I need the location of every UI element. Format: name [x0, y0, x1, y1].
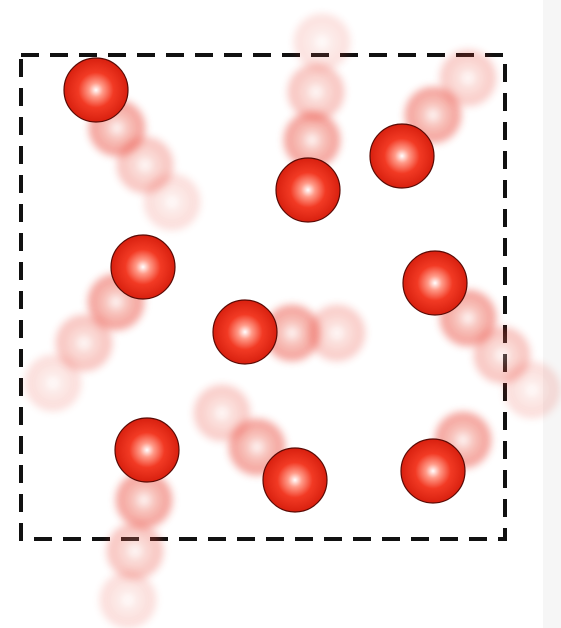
trail-ghost: [260, 301, 324, 365]
trail-ghost: [290, 10, 354, 74]
trail-ghost: [500, 358, 561, 422]
particles: [63, 57, 468, 513]
particle: [369, 123, 435, 189]
particle: [275, 157, 341, 223]
trail-ghost: [103, 519, 167, 583]
trail-ghost: [112, 468, 176, 532]
trail-ghost: [190, 381, 254, 445]
trail-ghost: [21, 351, 85, 415]
particle: [400, 438, 466, 504]
trail-ghost: [436, 46, 500, 110]
trail-ghost: [284, 60, 348, 124]
particle: [114, 417, 180, 483]
particle: [402, 250, 468, 316]
trail-ghost: [140, 170, 204, 234]
particle: [63, 57, 129, 123]
right-edge-strip: [543, 0, 561, 628]
particle: [262, 447, 328, 513]
trail-ghost: [280, 108, 344, 172]
trail-ghost: [305, 301, 369, 365]
particle: [110, 234, 176, 300]
trail-ghost: [96, 568, 160, 628]
simulation-boundary-box: [19, 53, 507, 541]
particle: [212, 299, 278, 365]
